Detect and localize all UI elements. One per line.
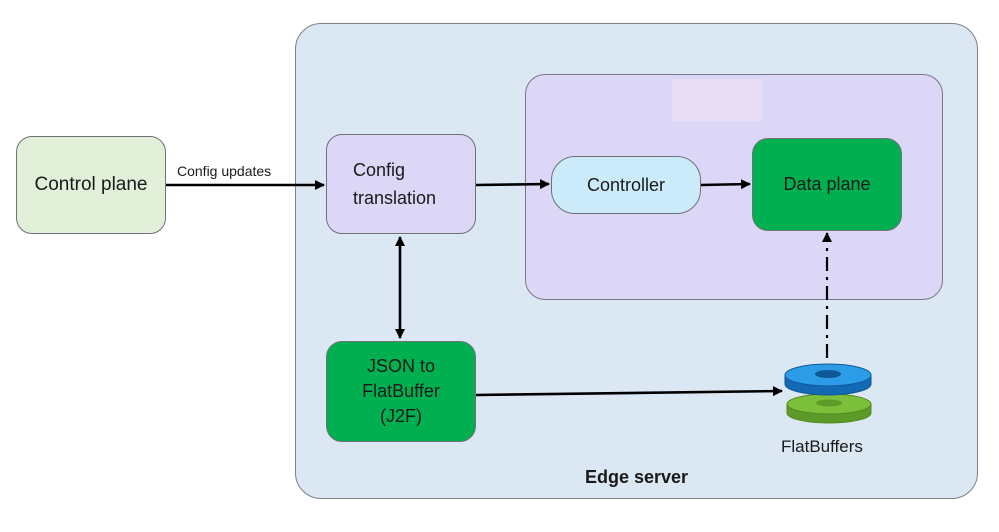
control-plane-node: Control plane	[16, 136, 166, 234]
data-plane-label: Data plane	[783, 174, 871, 194]
config-translation-label-line1: Config	[353, 160, 406, 180]
j2f-label-line1: JSON to	[366, 356, 436, 376]
edge-server-label: Edge server	[585, 467, 689, 487]
j2f-label-line3: (J2F)	[380, 406, 422, 426]
config-translation-node: Config translation	[326, 134, 476, 234]
j2f-label-line2: FlatBuffer	[362, 381, 440, 401]
runtime-region-label-patch	[672, 79, 762, 121]
controller-node: Controller	[551, 156, 701, 214]
config-updates-edge-label: Config updates	[177, 163, 272, 179]
flatbuffers-label: FlatBuffers	[781, 437, 863, 456]
config-translation-label-line2: translation	[353, 188, 437, 208]
json-to-flatbuffer-node: JSON to FlatBuffer (J2F)	[326, 341, 476, 442]
data-plane-node: Data plane	[752, 138, 902, 231]
control-plane-label: Control plane	[34, 174, 148, 195]
controller-label: Controller	[586, 174, 666, 195]
